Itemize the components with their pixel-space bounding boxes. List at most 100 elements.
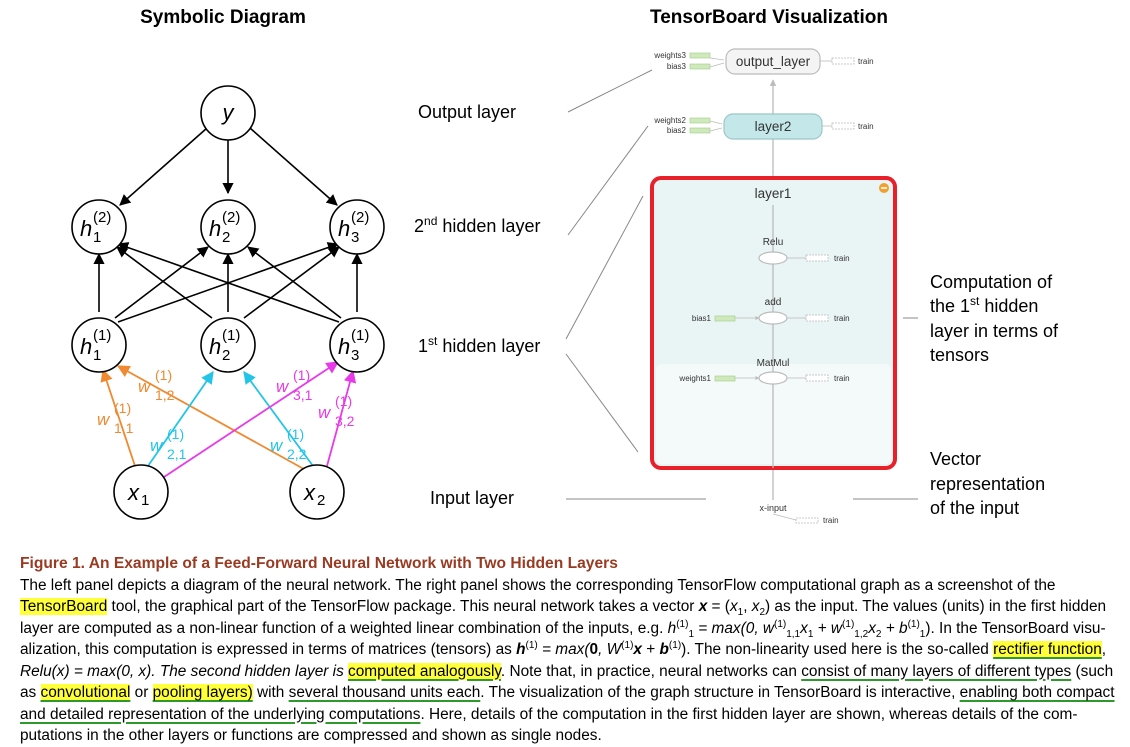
sub-h2-2: 2 [222, 229, 230, 246]
svg-text:weights3: weights3 [653, 51, 686, 60]
svg-text:representation: representation [930, 474, 1045, 494]
svg-text:layer2: layer2 [755, 119, 792, 134]
caption-line-2: TensorBoard tool, the graphical part of … [20, 598, 1107, 619]
svg-text:bias3: bias3 [667, 62, 687, 71]
label-x2: x [303, 480, 316, 505]
sub-h1-3: 3 [351, 347, 359, 364]
node-h2-3 [329, 199, 385, 255]
svg-text:bias1: bias1 [692, 314, 712, 323]
svg-text:Vector: Vector [930, 449, 981, 469]
colored-edges [100, 361, 357, 478]
sup-h2-1: (2) [93, 209, 111, 226]
tb-add-node[interactable]: add train bias1 [692, 297, 850, 325]
label-y: y [221, 100, 236, 125]
weight-w21: w (1) 2,1 [150, 426, 187, 462]
sub-h2-3: 3 [351, 229, 359, 246]
left-panel-title: Symbolic Diagram [140, 7, 306, 28]
node-x1 [113, 464, 169, 520]
sub-x1: 1 [141, 492, 149, 509]
label-hidden1: 1st hidden layer [418, 334, 540, 356]
svg-text:(1): (1) [114, 400, 131, 416]
svg-text:train: train [834, 374, 850, 383]
caption-title: Figure 1. An Example of a Feed-Forward N… [20, 555, 618, 572]
svg-text:train: train [858, 122, 874, 131]
tb-layer2[interactable]: layer2 [723, 113, 823, 140]
label-h1-1: h [80, 334, 92, 359]
tb-weights2: weights2 bias2 [653, 116, 723, 135]
label-h1-3: h [338, 334, 350, 359]
figure-caption: Figure 1. An Example of a Feed-Forward N… [20, 553, 1116, 747]
svg-text:w: w [138, 377, 152, 396]
svg-text:train: train [834, 254, 850, 263]
svg-text:w: w [270, 436, 284, 455]
svg-text:output_layer: output_layer [736, 54, 811, 69]
svg-text:3,1: 3,1 [293, 387, 313, 403]
right-annotations: Computation of the 1st hidden layer in t… [930, 272, 1059, 518]
svg-text:w: w [318, 403, 332, 422]
label-h1-2: h [209, 334, 221, 359]
svg-text:x-input: x-input [759, 503, 787, 513]
sub-h2-1: 1 [93, 229, 101, 246]
node-h1-1 [71, 317, 127, 373]
svg-text:weights2: weights2 [653, 116, 686, 125]
label-output-layer: Output layer [418, 102, 516, 122]
svg-text:Computation of: Computation of [930, 272, 1053, 292]
node-x2 [289, 464, 345, 520]
svg-text:w: w [150, 436, 164, 455]
svg-text:tensors: tensors [930, 345, 989, 365]
caption-line-5: Relu(x) = max(0, x). The second hidden l… [20, 662, 1114, 680]
sup-h1-3: (1) [351, 327, 369, 344]
symbolic-nodes [71, 85, 385, 520]
label-h2-1: h [80, 216, 92, 241]
caption-line-1: The left panel depicts a diagram of the … [20, 576, 1056, 594]
svg-text:the 1st hidden: the 1st hidden [930, 294, 1038, 316]
tb-matmul-node[interactable]: MatMul train weights1 [678, 358, 850, 385]
caption-line-6: as convolutional or pooling layers) with… [20, 684, 1115, 701]
tb-train-out: train [820, 57, 874, 66]
sup-h2-3: (2) [351, 209, 369, 226]
svg-text:weights1: weights1 [678, 374, 711, 383]
svg-text:train: train [834, 314, 850, 323]
svg-text:w: w [97, 410, 111, 429]
svg-text:of the input: of the input [930, 498, 1019, 518]
node-h1-2 [200, 317, 256, 373]
caption-line-3: layer are computed as a non-linear funct… [20, 618, 1106, 640]
svg-text:(1): (1) [335, 393, 352, 409]
weight-w11: w (1) 1,1 [97, 400, 134, 436]
sup-h2-2: (2) [222, 209, 240, 226]
caption-line-7: and detailed representation of the under… [20, 705, 1078, 723]
tb-train-l2: train [822, 122, 874, 131]
sub-h1-2: 2 [222, 347, 230, 364]
node-y [200, 85, 256, 141]
figure-graphic: Symbolic Diagram y [71, 7, 1059, 525]
svg-text:train: train [858, 57, 874, 66]
svg-text:(1): (1) [167, 426, 184, 442]
svg-text:(1): (1) [155, 367, 172, 383]
svg-text:2,1: 2,1 [167, 446, 187, 462]
sup-h1-1: (1) [93, 327, 111, 344]
right-panel-title: TensorBoard Visualization [650, 7, 888, 28]
weight-w31: w (1) 3,1 [276, 367, 313, 403]
tb-relu-node[interactable]: Relu train [758, 237, 850, 265]
caption-line-4: alization, this computation is expressed… [20, 639, 1107, 658]
svg-text:1,2: 1,2 [155, 387, 175, 403]
svg-text:bias2: bias2 [667, 126, 687, 135]
black-edges [93, 127, 363, 323]
node-h2-1 [71, 199, 127, 255]
svg-text:2,2: 2,2 [287, 446, 307, 462]
svg-text:Relu: Relu [763, 237, 784, 248]
caption-line-8: putations in the other layers or functio… [20, 727, 602, 744]
tb-x-input[interactable]: x-input train [759, 503, 838, 525]
svg-text:w: w [276, 377, 290, 396]
weight-w12: w (1) 1,2 [138, 367, 175, 403]
svg-text:3,2: 3,2 [335, 413, 355, 429]
label-hidden2: 2nd hidden layer [414, 214, 540, 236]
label-x1: x [127, 480, 140, 505]
tb-output-layer[interactable]: output_layer [725, 48, 821, 75]
svg-text:layer in terms of: layer in terms of [930, 321, 1059, 341]
svg-text:MatMul: MatMul [757, 358, 790, 369]
sub-h1-1: 1 [93, 347, 101, 364]
label-input-layer: Input layer [430, 488, 514, 508]
middle-labels: Output layer 2nd hidden layer 1st hidden… [414, 102, 540, 508]
sup-h1-2: (1) [222, 327, 240, 344]
